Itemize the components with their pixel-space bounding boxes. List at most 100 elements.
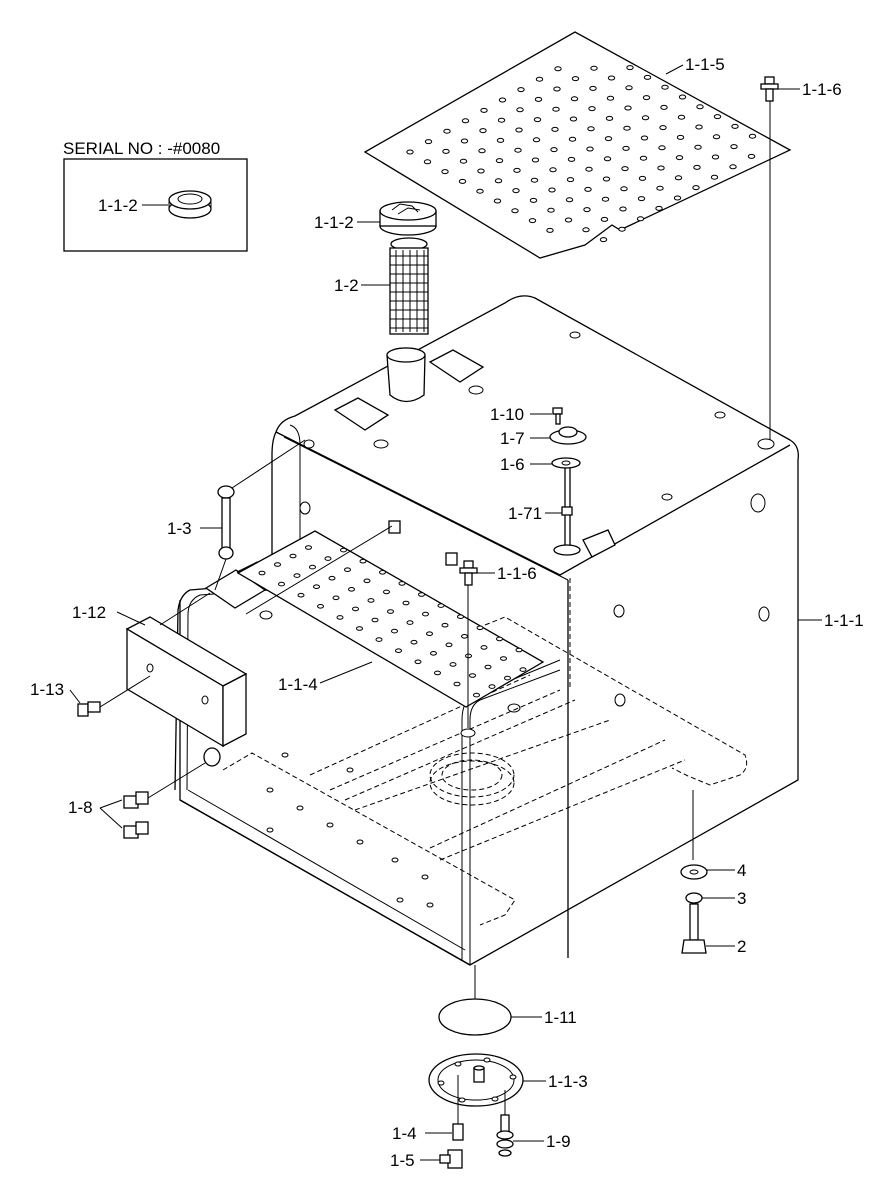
label-gasket-111: 1-11 [544,1008,577,1027]
label-screw-110: 1-10 [490,405,524,424]
perforation-hole [458,178,467,184]
perforation-hole [586,146,594,152]
perforation-hole [441,622,449,628]
perforation-hole [496,137,505,143]
perforation-hole [638,175,647,181]
perforation-hole [274,562,281,567]
strainer [389,237,429,335]
perforation-hole [599,237,608,243]
perforation-hole [659,125,667,131]
label-flange-113: 1-1-3 [548,1072,588,1091]
screw-113 [77,675,151,717]
elbow [439,1149,463,1169]
perforation-hole [626,65,634,71]
perforation-hole [356,626,363,631]
perforation-hole [640,135,649,141]
screw-19 [496,1114,514,1157]
label-bolt-top: 1-1-6 [802,80,842,99]
perforation-hole [747,153,756,159]
perforation-hole [564,217,573,223]
perforation-hole [500,656,507,661]
perforation-hole [730,144,738,150]
perforation-hole [637,196,646,202]
perforation-hole [582,227,590,233]
perforation-hole [442,148,450,154]
perforation-hole [552,106,560,112]
base-slot [281,752,289,758]
perforation-hole [619,206,627,212]
perforation-hole [585,166,593,172]
perforation-hole [328,575,336,581]
label-gauge-17: 1-7 [500,429,525,448]
filler-cap [379,201,437,236]
level-gauge-assembly [549,407,587,556]
perforation-hole [495,158,504,164]
perforation-hole [658,145,666,151]
bolt-2 [681,903,707,954]
perforation-hole [344,567,351,573]
perforation-hole [383,589,390,595]
perforation-hole [473,692,480,698]
perforation-hole [515,127,523,133]
perforation-hole [457,614,464,620]
perforation-hole [655,205,663,211]
perforation-hole [528,218,537,224]
perforation-hole [406,620,414,625]
perforation-hole [484,664,492,670]
perforation-hole [430,651,437,656]
perforation-hole [620,186,628,192]
perforation-hole [590,65,598,71]
drain-plugs [123,747,221,839]
base-slot [421,874,429,880]
perforation-hole [469,673,476,678]
perforation-hole [504,675,511,681]
perforation-hole [363,578,371,584]
perforation-hole [748,133,757,139]
perforation-hole [601,196,610,202]
perforation-hole [678,94,687,100]
perforation-hole [656,185,664,191]
perforation-hole [418,592,425,597]
perforation-hole [512,188,520,194]
perforation-hole [375,637,383,642]
perforation-hole [602,176,611,182]
perforation-hole [548,187,556,193]
label-cock-14: 1-4 [392,1124,417,1143]
label-cover: 1-1-5 [685,55,725,74]
label-bolt-mid: 1-1-6 [497,564,537,583]
perforation-hole [584,186,592,192]
washer-3 [685,892,703,904]
perforation-hole [566,177,575,183]
perforation-hole [511,208,519,214]
perforation-hole [729,164,737,170]
perforation-hole [569,116,578,122]
perforation-hole [621,166,629,172]
perforation-hole [583,207,591,213]
bolt-top [760,76,779,440]
base-slot [326,822,334,828]
perforation-hole [549,167,557,173]
perforation-hole [673,195,682,201]
perforation-hole [461,634,468,639]
perforation-hole [712,134,721,140]
perforation-hole [406,149,414,155]
perforation-hole [496,636,503,642]
perforation-hole [695,124,703,130]
label-plug-18: 1-8 [68,798,93,817]
perforation-hole [605,115,614,121]
perforation-hole [692,185,700,191]
base-slot [266,787,274,793]
label-elbow-15: 1-5 [390,1151,415,1170]
bolt-mid [459,560,478,738]
perforation-hole [293,573,301,578]
perforation-hole [643,74,652,80]
perforation-hole [297,592,305,598]
perforation-hole [693,164,701,170]
perforation-hole [476,625,484,631]
perforation-hole [565,197,574,203]
perforation-hole [676,134,685,140]
perforation-hole [402,600,410,606]
label-bracket-112: 1-12 [72,603,106,622]
perforation-hole [589,85,597,91]
